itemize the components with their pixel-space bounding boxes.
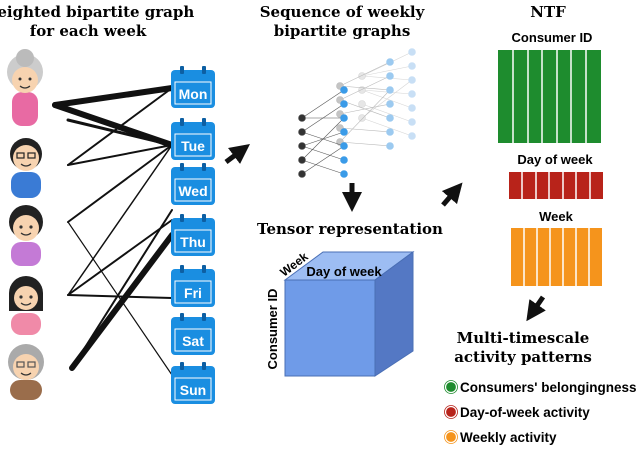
week-factor-block <box>511 228 602 286</box>
calendar-wed: Wed <box>171 163 215 205</box>
edge <box>67 221 173 376</box>
middle-title-line1: Sequence of weekly <box>260 3 426 21</box>
calendar-mon: Mon <box>171 66 215 108</box>
edge <box>67 144 173 296</box>
tensor-cube <box>283 251 415 377</box>
calendar-thu: Thu <box>171 214 215 256</box>
legend-label-weekly: Weekly activity <box>460 430 557 445</box>
person-elderly-woman <box>7 49 43 126</box>
person-man-glasses <box>10 138 42 198</box>
calendar-sat: Sat <box>171 313 215 355</box>
ntf-day-label: Day of week <box>517 152 593 167</box>
left-title-line2: for each week <box>30 22 147 40</box>
consumer-factor-block <box>498 50 601 143</box>
edge <box>67 144 173 166</box>
edge <box>71 209 173 369</box>
person-girl <box>9 205 43 266</box>
edge <box>66 118 174 147</box>
day-label-sat: Sat <box>182 333 204 349</box>
bipartite-edges <box>52 85 175 376</box>
edge <box>67 144 173 223</box>
day-label-fri: Fri <box>184 285 202 301</box>
calendar-fri: Fri <box>171 265 215 307</box>
flow-arrows <box>224 144 546 322</box>
person-elderly-man <box>8 344 44 400</box>
cube-front-face <box>284 279 376 377</box>
left-title-line1: Weighted bipartite graph <box>0 3 194 21</box>
ntf-consumer-label: Consumer ID <box>512 30 593 45</box>
graph-layer-mid <box>336 58 394 150</box>
ntf-title: NTF <box>530 3 566 21</box>
legend-item-day-of-week: Day-of-week activity <box>444 405 590 420</box>
edge <box>52 85 175 108</box>
tensor-day-label: Day of week <box>306 264 382 279</box>
legend-dot-green <box>444 380 458 394</box>
middle-title-line2: bipartite graphs <box>274 22 411 40</box>
tensor-consumer-label: Consumer ID <box>265 289 280 370</box>
edge <box>69 232 175 371</box>
ntf-week-factor <box>511 228 602 286</box>
ntf-day-factor <box>509 172 603 199</box>
arrow-to-sequence <box>224 144 250 164</box>
ntf-consumer-factor <box>498 50 601 143</box>
day-label-tue: Tue <box>181 138 205 154</box>
legend-item-weekly: Weekly activity <box>444 430 557 445</box>
legend-label-consumers: Consumers' belongingness <box>460 380 637 395</box>
day-label-wed: Wed <box>178 183 207 199</box>
legend-item-consumers: Consumers' belongingness <box>444 380 637 395</box>
day-factor-block <box>509 172 603 199</box>
patterns-title-line1: Multi-timescale <box>457 329 590 347</box>
legend-dot-orange <box>444 430 458 444</box>
arrow-to-patterns <box>526 295 546 322</box>
edge <box>67 219 173 296</box>
calendar-sun: Sun <box>171 362 215 404</box>
graph-layer-front <box>298 86 348 178</box>
weekly-graph-stack <box>298 48 416 178</box>
day-label-sun: Sun <box>180 382 206 398</box>
patterns-title-line2: activity patterns <box>454 348 592 366</box>
edge <box>67 87 173 166</box>
arrow-to-ntf <box>441 182 463 207</box>
day-label-thu: Thu <box>180 234 206 250</box>
edge <box>67 294 173 299</box>
edge <box>52 102 175 148</box>
person-woman <box>9 276 43 335</box>
day-label-mon: Mon <box>179 86 208 102</box>
legend-dot-red <box>444 405 458 419</box>
legend-label-day-of-week: Day-of-week activity <box>460 405 590 420</box>
tensor-title: Tensor representation <box>257 220 443 238</box>
graph-layer-back <box>358 48 416 140</box>
calendar-tue: Tue <box>171 118 215 160</box>
ntf-week-label: Week <box>539 209 573 224</box>
